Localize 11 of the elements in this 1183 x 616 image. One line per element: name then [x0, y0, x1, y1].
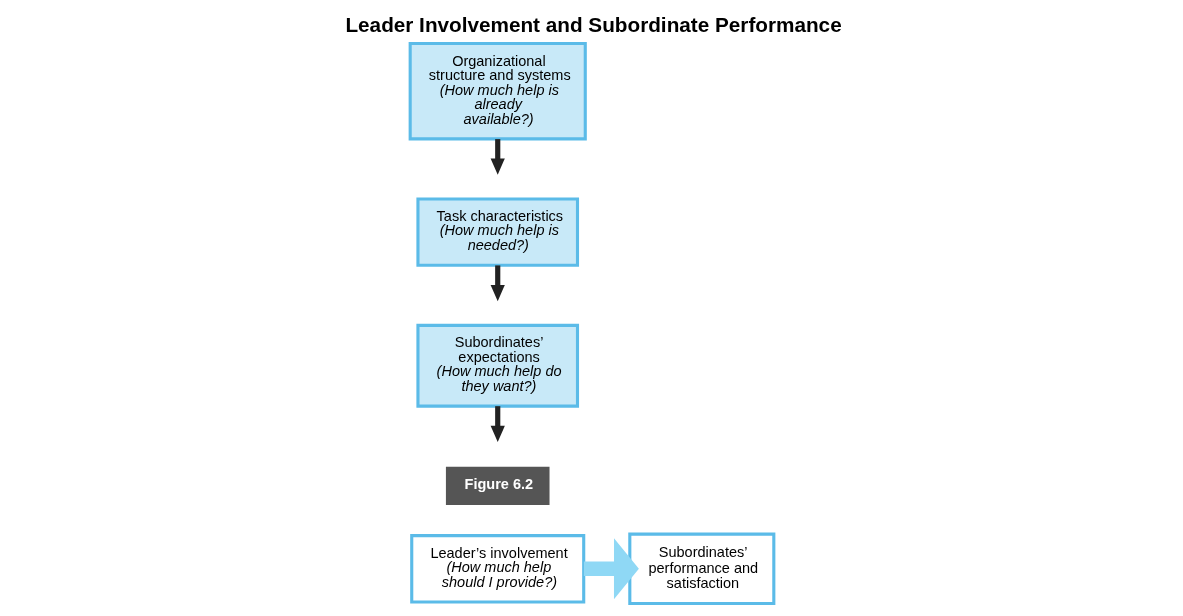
node-box: Subordinates’ performance and satisfaction — [627, 532, 775, 606]
node-box: Task characteristics (How much help is needed?) — [415, 197, 579, 267]
node-box: Subordinates’ expectations (How much help do they want?) — [415, 323, 579, 408]
diagram-title: Leader Involvement and Subordinate Performance — [344, 13, 842, 37]
arrow — [490, 139, 505, 175]
arrow — [490, 265, 505, 302]
node-box: Organizational structure and systems (How much help is already available?) — [408, 42, 587, 141]
arrow — [490, 406, 505, 443]
arrow — [583, 538, 639, 600]
label: Figure 6.2 — [464, 475, 533, 492]
node-box: Leader’s involvement (How much help should I provide?) — [409, 534, 585, 604]
